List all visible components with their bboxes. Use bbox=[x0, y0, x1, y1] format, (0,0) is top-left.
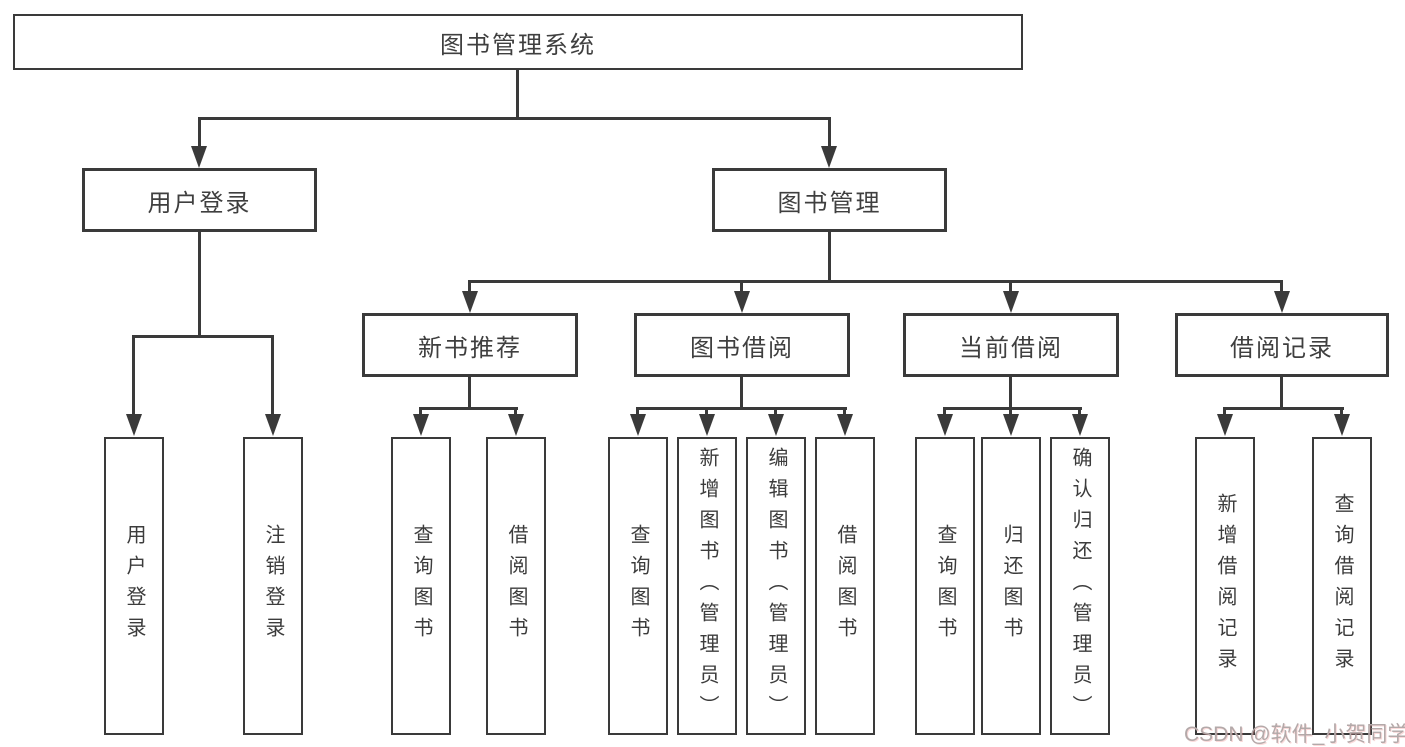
leaf-add-book-admin-label: 新增图书（管理员） bbox=[696, 446, 718, 726]
node-user-login: 用户登录 bbox=[82, 168, 317, 232]
leaf-add-borrow-record: 新增借阅记录 bbox=[1195, 437, 1255, 735]
node-user-login-label: 用户登录 bbox=[147, 189, 252, 217]
connector-line bbox=[132, 335, 135, 415]
connector-line bbox=[636, 407, 639, 416]
node-root: 图书管理系统 bbox=[13, 14, 1023, 70]
connector-line bbox=[198, 117, 831, 120]
leaf-query-book-label: 查询图书 bbox=[410, 524, 432, 648]
leaf-confirm-return-admin-label: 确认归还（管理员） bbox=[1069, 446, 1091, 726]
node-borrow-record-label: 借阅记录 bbox=[1230, 334, 1334, 362]
leaf-query-book: 查询图书 bbox=[608, 437, 668, 735]
node-book-borrow-label: 图书借阅 bbox=[690, 334, 794, 362]
leaf-add-book-admin: 新增图书（管理员） bbox=[677, 437, 737, 735]
csdn-watermark: CSDN @软件_小贺同学 bbox=[1184, 723, 1405, 746]
leaf-borrow-book-label: 借阅图书 bbox=[834, 524, 856, 648]
connector-arrowhead bbox=[734, 291, 750, 313]
connector-line bbox=[1009, 407, 1012, 416]
leaf-confirm-return-admin: 确认归还（管理员） bbox=[1050, 437, 1110, 735]
connector-arrowhead bbox=[1072, 414, 1088, 436]
connector-line bbox=[740, 377, 743, 407]
connector-line bbox=[1223, 407, 1226, 416]
connector-line bbox=[271, 335, 274, 415]
leaf-borrow-book: 借阅图书 bbox=[486, 437, 546, 735]
connector-arrowhead bbox=[191, 146, 207, 168]
node-current-borrow-label: 当前借阅 bbox=[959, 334, 1063, 362]
node-root-label: 图书管理系统 bbox=[440, 31, 596, 59]
connector-line bbox=[516, 70, 519, 117]
node-current-borrow: 当前借阅 bbox=[903, 313, 1119, 377]
leaf-add-borrow-record-label: 新增借阅记录 bbox=[1214, 493, 1236, 679]
leaf-query-book-label: 查询图书 bbox=[627, 524, 649, 648]
node-borrow-record: 借阅记录 bbox=[1175, 313, 1389, 377]
leaf-query-book: 查询图书 bbox=[391, 437, 451, 735]
node-book-borrow: 图书借阅 bbox=[634, 313, 850, 377]
connector-line bbox=[828, 117, 831, 147]
connector-arrowhead bbox=[1334, 414, 1350, 436]
connector-line bbox=[419, 407, 422, 416]
connector-line bbox=[514, 407, 517, 416]
connector-line bbox=[468, 280, 471, 293]
leaf-logout: 注销登录 bbox=[243, 437, 303, 735]
connector-line bbox=[943, 407, 1082, 410]
connector-line bbox=[1280, 280, 1283, 293]
leaf-logout-label: 注销登录 bbox=[262, 524, 284, 648]
connector-arrowhead bbox=[1274, 291, 1290, 313]
leaf-query-book-label: 查询图书 bbox=[934, 524, 956, 648]
connector-line bbox=[1340, 407, 1343, 416]
connector-arrowhead bbox=[126, 414, 142, 436]
connector-line bbox=[774, 407, 777, 416]
connector-arrowhead bbox=[1003, 291, 1019, 313]
connector-line bbox=[636, 407, 847, 410]
connector-arrowhead bbox=[821, 146, 837, 168]
connector-line bbox=[419, 407, 518, 410]
connector-arrowhead bbox=[1003, 414, 1019, 436]
connector-line bbox=[468, 377, 471, 407]
connector-line bbox=[943, 407, 946, 416]
connector-arrowhead bbox=[837, 414, 853, 436]
leaf-query-book: 查询图书 bbox=[915, 437, 975, 735]
leaf-edit-book-admin-label: 编辑图书（管理员） bbox=[765, 446, 787, 726]
node-book-management: 图书管理 bbox=[712, 168, 947, 232]
connector-line bbox=[843, 407, 846, 416]
connector-line bbox=[132, 335, 274, 338]
connector-line bbox=[705, 407, 708, 416]
leaf-borrow-book-label: 借阅图书 bbox=[505, 524, 527, 648]
connector-line bbox=[828, 232, 831, 280]
connector-arrowhead bbox=[462, 291, 478, 313]
node-new-book-recommend-label: 新书推荐 bbox=[418, 334, 522, 362]
connector-line bbox=[1223, 407, 1344, 410]
connector-line bbox=[198, 232, 201, 335]
connector-line bbox=[1280, 377, 1283, 407]
connector-line bbox=[1009, 377, 1012, 407]
leaf-return-book: 归还图书 bbox=[981, 437, 1041, 735]
leaf-edit-book-admin: 编辑图书（管理员） bbox=[746, 437, 806, 735]
node-new-book-recommend: 新书推荐 bbox=[362, 313, 578, 377]
leaf-user-login: 用户登录 bbox=[104, 437, 164, 735]
connector-arrowhead bbox=[768, 414, 784, 436]
connector-line bbox=[1078, 407, 1081, 416]
connector-line bbox=[1009, 280, 1012, 293]
connector-arrowhead bbox=[1217, 414, 1233, 436]
connector-line bbox=[468, 280, 1282, 283]
leaf-user-login-label: 用户登录 bbox=[123, 524, 145, 648]
leaf-borrow-book: 借阅图书 bbox=[815, 437, 875, 735]
connector-line bbox=[198, 117, 201, 147]
connector-arrowhead bbox=[508, 414, 524, 436]
leaf-query-borrow-record-label: 查询借阅记录 bbox=[1331, 493, 1353, 679]
connector-arrowhead bbox=[699, 414, 715, 436]
leaf-return-book-label: 归还图书 bbox=[1000, 524, 1022, 648]
connector-line bbox=[740, 280, 743, 293]
node-book-management-label: 图书管理 bbox=[777, 189, 882, 217]
connector-arrowhead bbox=[630, 414, 646, 436]
connector-arrowhead bbox=[265, 414, 281, 436]
leaf-query-borrow-record: 查询借阅记录 bbox=[1312, 437, 1372, 735]
connector-arrowhead bbox=[937, 414, 953, 436]
connector-arrowhead bbox=[413, 414, 429, 436]
